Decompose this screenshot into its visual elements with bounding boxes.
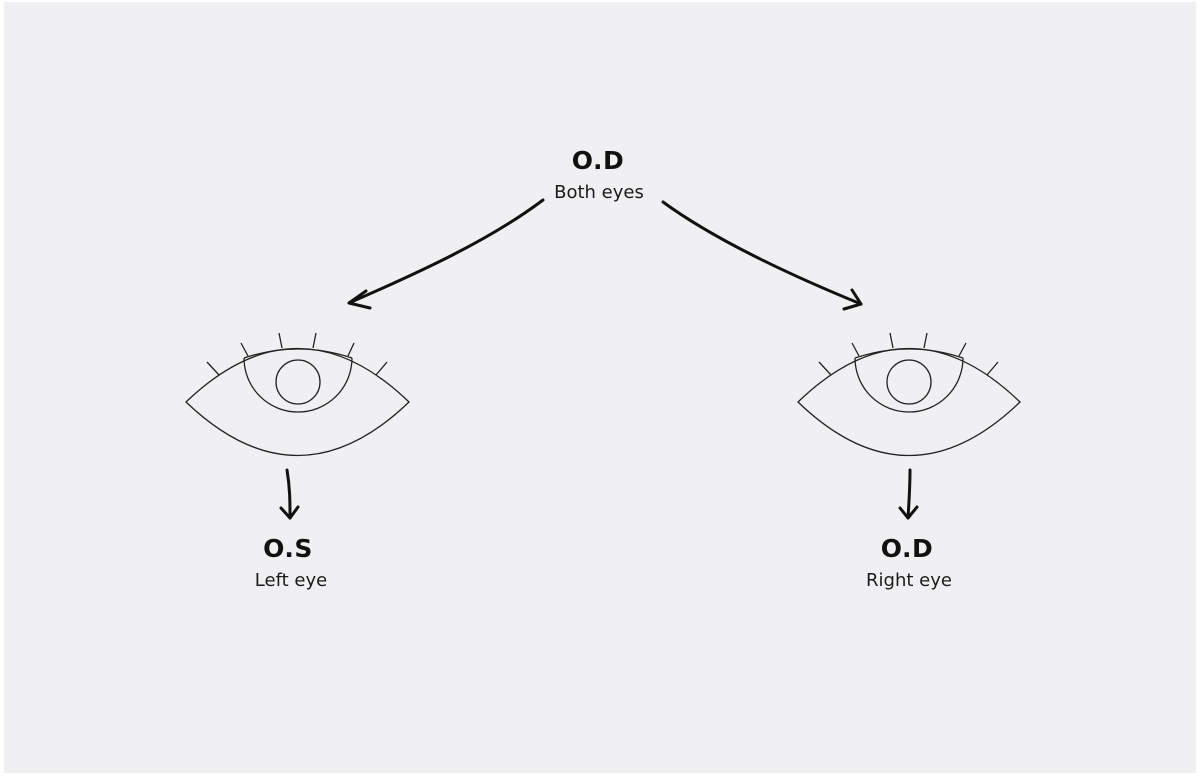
top-node-code: O.D <box>571 146 625 175</box>
arrow-to-right-eye <box>661 200 863 311</box>
right-node-description: Right eye <box>866 570 952 591</box>
arrow-left-eye-down <box>279 468 300 520</box>
top-node-description: Both eyes <box>554 182 644 203</box>
left-node-description: Left eye <box>254 570 328 591</box>
left-eye-icon <box>185 332 410 456</box>
right-eye-icon <box>797 332 1021 456</box>
right-node-code: O.D <box>880 534 934 563</box>
arrow-right-eye-down <box>898 468 919 520</box>
arrow-to-left-eye <box>347 198 545 310</box>
left-node-code: O.S <box>263 534 313 563</box>
